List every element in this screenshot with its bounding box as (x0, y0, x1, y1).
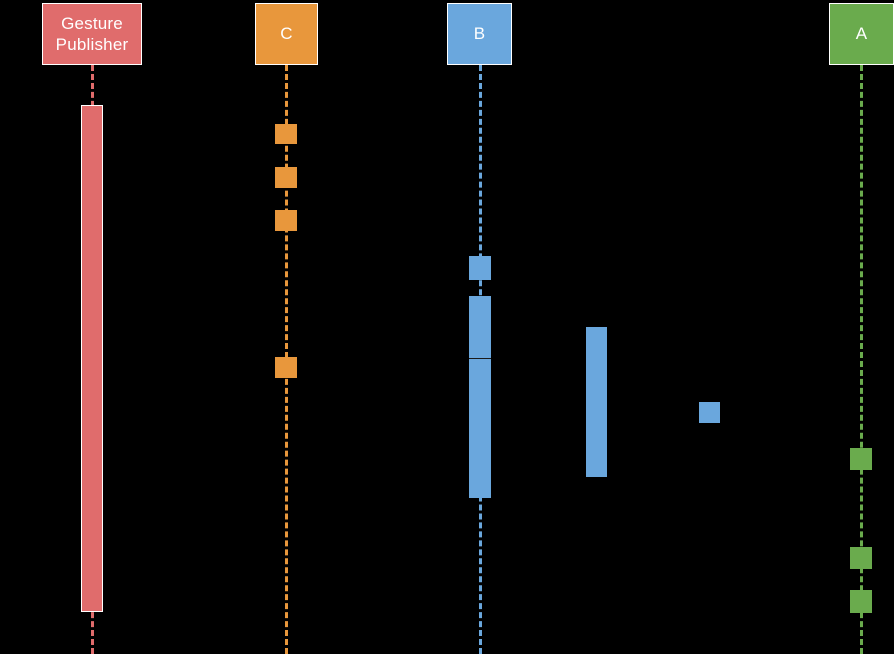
activation-bar-gesture-publisher[interactable] (81, 105, 103, 612)
activation-bar-b[interactable] (469, 256, 491, 280)
activation-bar-offscreen-1[interactable] (586, 327, 607, 477)
activation-bar-c[interactable] (275, 357, 297, 378)
activation-bar-c[interactable] (275, 124, 297, 144)
participant-label: A (855, 24, 868, 44)
participant-head-b[interactable]: B (447, 3, 512, 65)
participant-label: Gesture Publisher (55, 13, 129, 54)
activation-bar-b[interactable] (469, 296, 491, 358)
participant-head-gesture-publisher[interactable]: Gesture Publisher (42, 3, 142, 65)
activation-bar-b[interactable] (469, 358, 491, 498)
participant-label: B (473, 24, 486, 44)
activation-bar-a[interactable] (850, 448, 872, 470)
activation-bar-offscreen-2[interactable] (699, 402, 720, 423)
participant-head-c[interactable]: C (255, 3, 318, 65)
participant-head-a[interactable]: A (829, 3, 894, 65)
activation-bar-c[interactable] (275, 210, 297, 231)
activation-bar-a[interactable] (850, 547, 872, 569)
lifeline-a (860, 65, 863, 654)
activation-bar-a[interactable] (850, 590, 872, 613)
activation-bar-c[interactable] (275, 167, 297, 188)
participant-label: C (280, 24, 293, 44)
